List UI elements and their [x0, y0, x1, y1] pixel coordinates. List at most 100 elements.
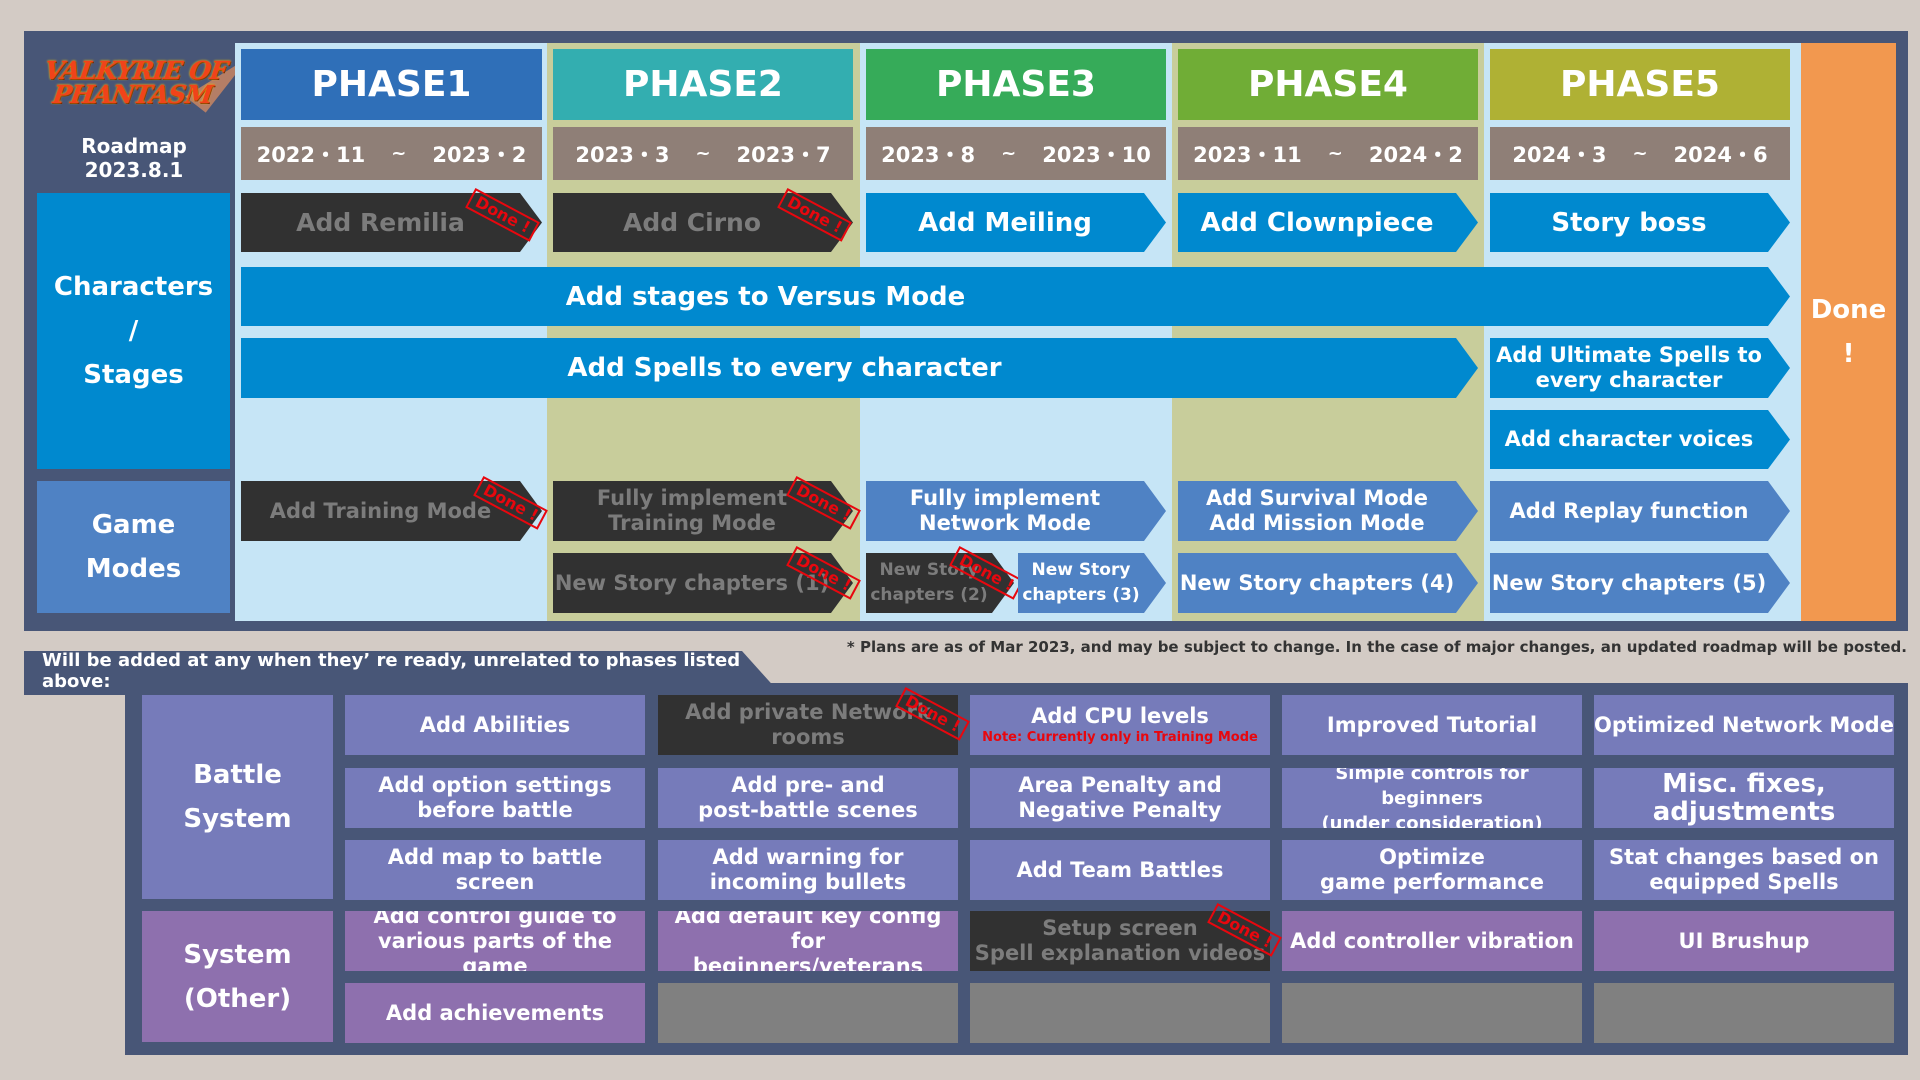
item-label: Area Penalty and	[1018, 773, 1222, 797]
item-label: every character	[1535, 368, 1723, 392]
label-line: Stages	[83, 360, 184, 390]
item-add-spells[interactable]: Add Spells to every character	[241, 338, 1478, 398]
item-label: (under consideration)	[1321, 812, 1543, 829]
item-label: Spell explanation videos	[974, 941, 1266, 965]
item-add-meiling[interactable]: Add Meiling	[866, 193, 1166, 252]
battle-item[interactable]: Add map to battle screen	[345, 840, 645, 900]
battle-item[interactable]: Misc. fixes,adjustments	[1594, 768, 1894, 828]
phase-start-date: 2022・11	[256, 142, 366, 167]
item-label: Add Spells to every character	[567, 353, 1002, 383]
item-label: Add Team Battles	[1016, 857, 1224, 882]
item-label: Setup screen	[1042, 916, 1198, 940]
item-story-chapters-3[interactable]: New Story chapters (3)	[1018, 553, 1166, 613]
item-label: New Story chapters (1)	[554, 570, 830, 595]
empty-slot	[658, 983, 958, 1043]
item-label: chapters (2)	[870, 585, 988, 605]
item-full-network-mode[interactable]: Fully implement Network Mode	[866, 481, 1166, 541]
item-add-remilia[interactable]: Add Remilia	[241, 193, 542, 252]
item-label: Network Mode	[919, 511, 1091, 535]
item-label: Add Mission Mode	[1209, 511, 1425, 535]
item-label: adjustments	[1652, 797, 1836, 827]
item-label: Add Ultimate Spells to	[1496, 343, 1762, 367]
item-label: Fully implement	[909, 486, 1101, 510]
system-item[interactable]: UI Brushup	[1594, 911, 1894, 971]
battle-item[interactable]: Improved Tutorial	[1282, 695, 1582, 755]
item-story-chapters-2[interactable]: New Story chapters (2)	[866, 553, 1014, 613]
item-story-chapters-1[interactable]: New Story chapters (1)	[553, 553, 853, 613]
disclaimer-note: * Plans are as of Mar 2023, and may be s…	[846, 638, 1907, 656]
logo-text: VALKYRIE OF PHANTASM	[40, 56, 229, 109]
unscheduled-banner: Will be added at any when they’ re ready…	[24, 651, 778, 691]
item-label: Improved Tutorial	[1326, 712, 1538, 737]
date-separator: ~	[1327, 143, 1343, 164]
item-training-mode[interactable]: Add Training Mode	[241, 481, 542, 541]
label-line: (Other)	[183, 983, 292, 1014]
logo-line-2: PHANTASM	[50, 80, 214, 109]
item-label: Add Replay function	[1509, 498, 1749, 523]
battle-item[interactable]: Add Abilities	[345, 695, 645, 755]
battle-item[interactable]: Add Team Battles	[970, 840, 1270, 900]
item-label: Add Clownpiece	[1200, 207, 1434, 238]
item-replay-function[interactable]: Add Replay function	[1490, 481, 1790, 541]
item-label: Add warning for	[712, 845, 904, 869]
battle-item[interactable]: Optimized Network Mode	[1594, 695, 1894, 755]
item-label: Add pre- and	[731, 773, 885, 797]
item-character-voices[interactable]: Add character voices	[1490, 410, 1790, 469]
item-add-stages-versus[interactable]: Add stages to Versus Mode	[241, 267, 1790, 326]
item-label: Story boss	[1551, 207, 1707, 238]
phase5-dates: 2024・3~2024・6	[1490, 127, 1790, 180]
battle-item[interactable]: Simple controls for beginners (under cons…	[1282, 768, 1582, 828]
item-story-chapters-4[interactable]: New Story chapters (4)	[1178, 553, 1478, 613]
item-label: Add default key config for	[674, 911, 942, 953]
system-item[interactable]: Add controller vibration	[1282, 911, 1582, 971]
item-label: Simple controls for beginners	[1335, 768, 1529, 809]
phase4-dates: 2023・11~2024・2	[1178, 127, 1478, 180]
item-label: game performance	[1320, 870, 1544, 894]
label-line: Modes	[85, 554, 182, 584]
item-label: New Story chapters (5)	[1491, 570, 1767, 595]
item-add-clownpiece[interactable]: Add Clownpiece	[1178, 193, 1478, 252]
game-logo: VALKYRIE OF PHANTASM	[36, 40, 249, 126]
item-survival-mission-mode[interactable]: Add Survival Mode Add Mission Mode	[1178, 481, 1478, 541]
system-item[interactable]: Add achievements	[345, 983, 645, 1043]
phase4-header: PHASE4	[1178, 49, 1478, 120]
item-add-cirno[interactable]: Add Cirno	[553, 193, 853, 252]
battle-item[interactable]: Add private Network rooms	[658, 695, 958, 755]
empty-slot	[1282, 983, 1582, 1043]
label-line: /	[128, 316, 139, 346]
item-story-chapters-5[interactable]: New Story chapters (5)	[1490, 553, 1790, 613]
phase1-dates: 2022・11~2023・2	[241, 127, 542, 180]
item-label: Add stages to Versus Mode	[565, 281, 966, 312]
item-label: Optimize	[1379, 845, 1485, 869]
item-label: Add character voices	[1504, 427, 1754, 451]
item-label: before battle	[417, 798, 573, 822]
label-line: Game	[91, 510, 176, 540]
item-ultimate-spells[interactable]: Add Ultimate Spells to every character	[1490, 338, 1790, 398]
phase-end-date: 2024・2	[1368, 142, 1463, 167]
item-label: Add private Network rooms	[685, 700, 931, 749]
item-note: Note: Currently only in Training Mode	[982, 729, 1258, 745]
phase3-dates: 2023・8~2023・10	[866, 127, 1166, 180]
item-label: Add option settings	[378, 773, 612, 797]
item-label: Add control guide to	[373, 911, 617, 928]
phase1-header: PHASE1	[241, 49, 542, 120]
item-story-boss[interactable]: Story boss	[1490, 193, 1790, 252]
characters-stages-label: Characters / Stages	[37, 193, 230, 469]
phase2-dates: 2023・3~2023・7	[553, 127, 853, 180]
empty-slot	[1594, 983, 1894, 1043]
battle-system-label: Battle System	[142, 695, 333, 899]
item-full-training-mode[interactable]: Fully implement Training Mode	[553, 481, 853, 541]
empty-slot	[970, 983, 1270, 1043]
phase5-header: PHASE5	[1490, 49, 1790, 120]
item-label: Add Meiling	[918, 207, 1092, 238]
